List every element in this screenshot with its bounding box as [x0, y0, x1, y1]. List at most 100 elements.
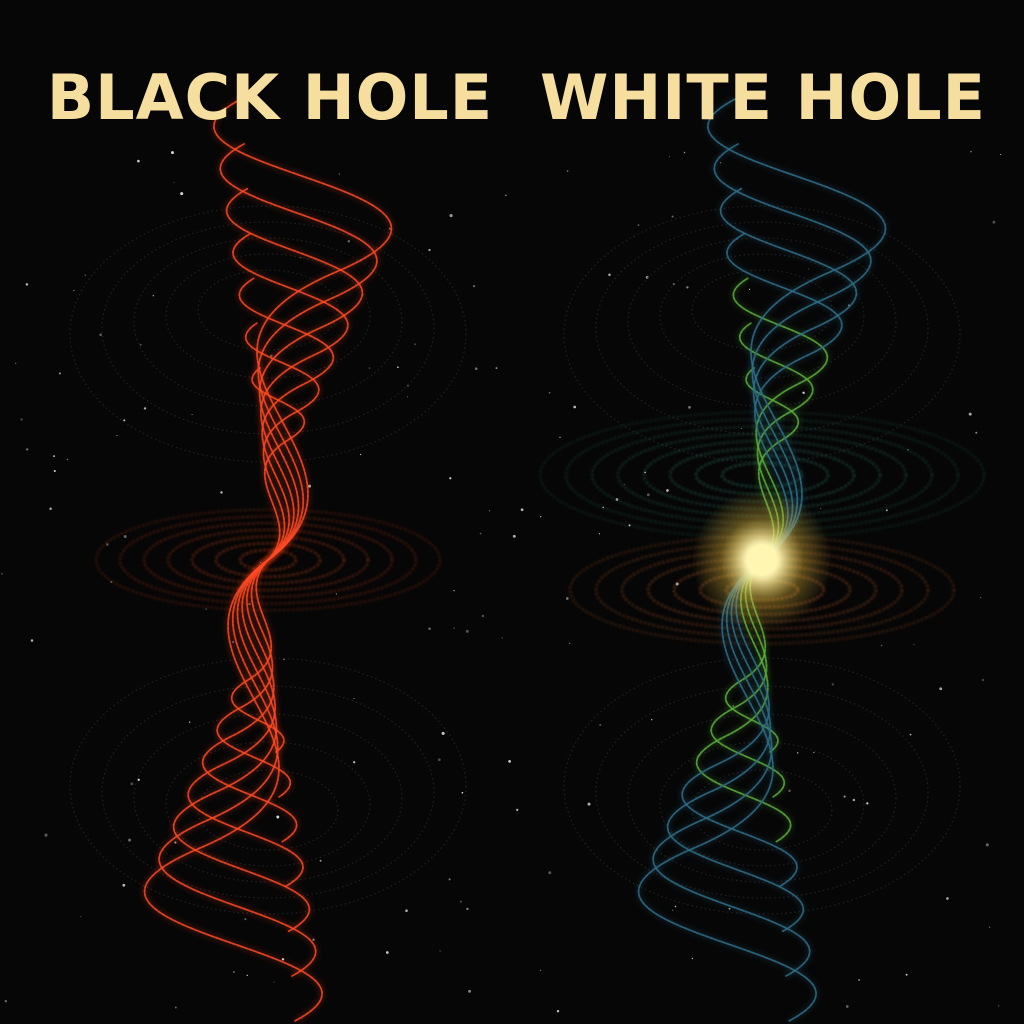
star [982, 679, 984, 681]
star [516, 808, 519, 812]
star [556, 1010, 560, 1013]
star [858, 978, 861, 981]
star [137, 778, 140, 781]
star [468, 989, 472, 993]
star [728, 907, 731, 910]
star [335, 593, 337, 595]
star [909, 733, 912, 736]
star [122, 883, 126, 887]
star [438, 758, 441, 762]
star [559, 436, 561, 439]
star [474, 367, 478, 371]
field-line [165, 741, 371, 867]
star [143, 407, 147, 410]
star [123, 534, 127, 539]
star [405, 909, 408, 912]
swirl-stream [713, 143, 872, 561]
star [820, 507, 822, 510]
swirl-stream [213, 98, 393, 561]
star [1, 572, 4, 575]
star [939, 687, 943, 691]
star [428, 627, 431, 631]
swirl-stream [652, 559, 811, 977]
star [548, 871, 552, 875]
star [414, 343, 416, 346]
upper-disk-ring [539, 411, 985, 539]
star [276, 815, 280, 819]
swirl-stream [143, 559, 323, 1022]
star [501, 637, 503, 639]
swirl-stream [238, 277, 335, 561]
swirl-stream [158, 559, 317, 977]
star [568, 642, 571, 645]
star [174, 841, 177, 844]
star [49, 507, 52, 510]
star [449, 214, 453, 218]
star [338, 173, 340, 175]
star [173, 181, 175, 184]
accretion-disk-ring [215, 542, 321, 578]
upper-disk-ring [695, 454, 829, 496]
star [831, 683, 834, 686]
field-line [69, 205, 467, 463]
star [232, 640, 235, 644]
star [520, 508, 524, 512]
star [465, 629, 469, 633]
star [646, 493, 650, 497]
star [813, 751, 815, 754]
star [191, 413, 193, 416]
star [637, 224, 640, 227]
field-line [133, 713, 403, 883]
star [688, 406, 691, 409]
star [188, 721, 191, 723]
star [988, 926, 991, 929]
star [608, 273, 611, 276]
star [80, 915, 82, 918]
star [353, 761, 356, 764]
star [719, 162, 722, 164]
star [116, 434, 118, 437]
star [573, 405, 577, 409]
swirl-stream [666, 559, 804, 933]
star [796, 752, 799, 754]
star [53, 469, 56, 473]
star [666, 489, 669, 492]
star [495, 367, 498, 370]
star [244, 918, 247, 921]
swirl-stream [201, 559, 298, 843]
star [508, 760, 511, 763]
field-line [69, 657, 467, 915]
star [845, 1005, 849, 1008]
star [674, 905, 677, 908]
swirl-stream [720, 187, 858, 561]
star [671, 215, 674, 218]
accretion-disk-ring [95, 508, 441, 612]
star [44, 833, 48, 837]
star [683, 151, 686, 154]
star [449, 477, 452, 480]
star [353, 697, 355, 700]
star [479, 532, 482, 535]
upper-disk-ring [617, 432, 907, 518]
star [905, 973, 908, 976]
star [439, 950, 441, 952]
star [843, 795, 846, 798]
star [99, 333, 102, 337]
white-hole-illustration [539, 97, 985, 1023]
star [686, 286, 689, 289]
star [540, 516, 542, 518]
star [885, 509, 888, 512]
star [985, 843, 989, 847]
field-line [563, 657, 961, 915]
star [512, 534, 516, 538]
star [174, 1006, 177, 1009]
star [691, 957, 694, 960]
star [137, 159, 140, 163]
star [347, 239, 351, 243]
star [788, 789, 791, 792]
star [25, 283, 29, 286]
star [20, 418, 23, 421]
star [852, 798, 856, 802]
star [999, 153, 1002, 156]
star [668, 156, 671, 158]
